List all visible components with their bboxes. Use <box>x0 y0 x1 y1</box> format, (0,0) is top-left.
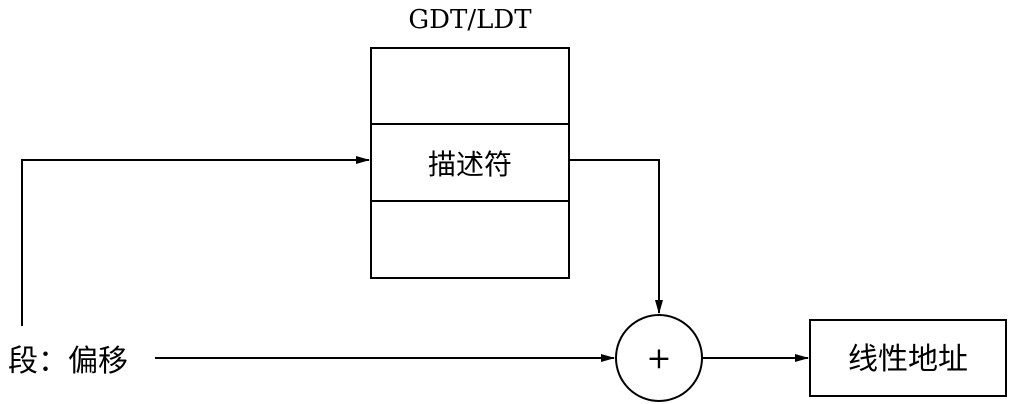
segment-offset-label: 段：偏移 <box>8 344 128 379</box>
linear-address-label: 线性地址 <box>848 342 968 377</box>
table-cell-top <box>370 47 570 125</box>
table-cell-bottom <box>370 200 570 279</box>
descriptor-table <box>370 47 570 279</box>
table-title: GDT/LDT <box>408 5 532 35</box>
selector-arrow <box>21 156 370 326</box>
base-arrow <box>569 159 663 314</box>
descriptor-label: 描述符 <box>428 148 512 181</box>
table-cell-descriptor <box>370 123 570 202</box>
linear-address-box <box>809 319 1007 397</box>
plus-icon: + <box>646 341 671 376</box>
